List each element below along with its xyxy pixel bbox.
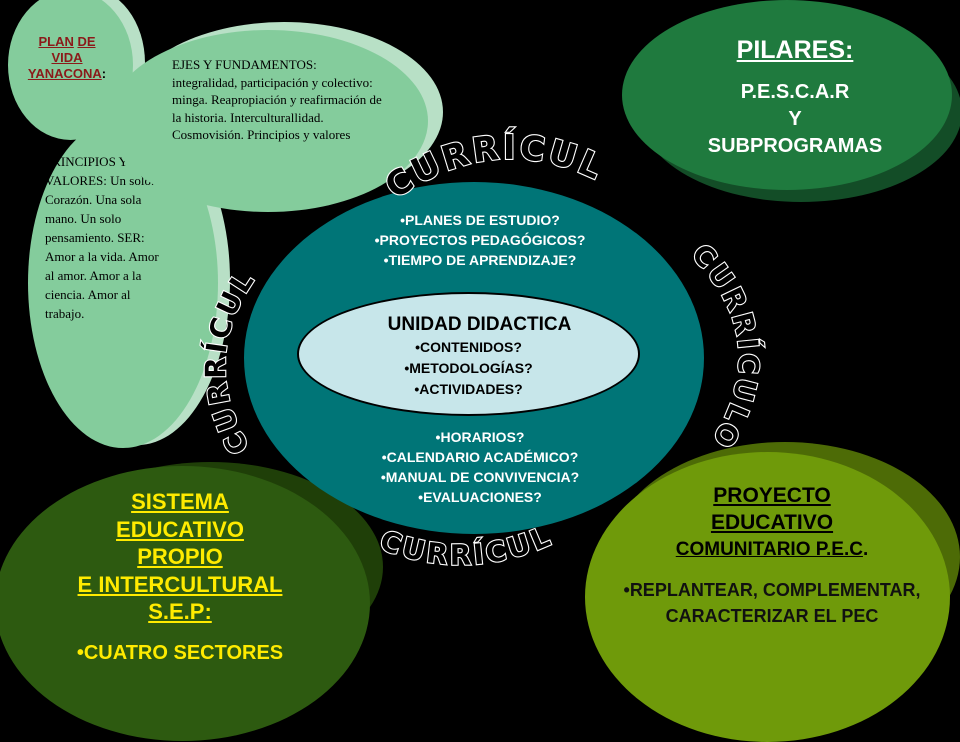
center-top-item: PROYECTOS PEDAGÓGICOS? [310, 230, 650, 250]
curriculo-bottom-label: CURRÍCULO [0, 0, 556, 572]
sistema-bullet: •CUATRO SECTORES [76, 641, 284, 664]
vida-word: VIDA [51, 50, 83, 65]
proyecto-line2: EDUCATIVO [710, 511, 834, 534]
curriculo-arcs: CURRÍCULO CURRÍCULO CURRÍCULO CURRÍCULO [0, 0, 766, 573]
unidad-item-text: ACTIVIDADES? [419, 381, 523, 397]
yanacona-word: YANACONA [27, 66, 102, 81]
center-top-item: PLANES DE ESTUDIO? [310, 210, 650, 230]
pilares-line2: Y [788, 108, 802, 130]
proyecto-dot: . [862, 539, 869, 560]
proyecto-line1: PROYECTO [713, 484, 831, 507]
pilares-line3: SUBPROGRAMAS [707, 135, 883, 157]
center-top-list: PLANES DE ESTUDIO? PROYECTOS PEDAGÓGICOS… [310, 210, 650, 270]
center-top-item: TIEMPO DE APRENDIZAJE? [310, 250, 650, 270]
principios-text: PRINCIPIOS Y VALORES: Un solo. Corazón. … [45, 154, 159, 321]
center-bottom-item-text: MANUAL DE CONVIVENCIA? [385, 469, 580, 485]
curriculo-right-text: CURRÍCULO [684, 236, 764, 457]
de-word: DE [77, 34, 96, 49]
proyecto-line3-text: COMUNITARIO P.E.C [675, 539, 863, 560]
curriculo-left-text: CURRÍCULO [0, 0, 259, 461]
center-top-item-text: PROYECTOS PEDAGÓGICOS? [379, 232, 586, 248]
sistema-line5: S.E.P: [148, 599, 212, 624]
center-top-item-text: PLANES DE ESTUDIO? [405, 212, 560, 228]
unidad-item: ACTIVIDADES? [297, 379, 640, 400]
proyecto-bullet: •REPLANTEAR, COMPLEMENTAR, CARACTERIZAR … [623, 580, 921, 626]
sistema-line3: PROPIO [137, 544, 223, 569]
proyecto-bullet-text: REPLANTEAR, COMPLEMENTAR, CARACTERIZAR E… [629, 580, 921, 626]
pilares-blob [622, 0, 952, 190]
plan-vida-label: PLAN DE VIDA YANACONA: [12, 34, 122, 82]
unidad-title: UNIDAD DIDACTICA [387, 314, 572, 335]
pilares-line1: P.E.S.C.A.R [740, 81, 850, 103]
plan-word: PLAN [38, 34, 74, 49]
ejes-text: EJES Y FUNDAMENTOS: integralidad, partic… [172, 57, 382, 142]
sistema-line2: EDUCATIVO [116, 516, 244, 542]
sistema-blob [0, 466, 370, 741]
proyecto-line3: COMUNITARIO P.E.C. [606, 536, 938, 563]
curriculo-top-label: CURRÍCULO [0, 0, 609, 207]
pilares-title: PILARES: [736, 36, 854, 64]
unidad-item: CONTENIDOS? [297, 337, 640, 358]
curriculo-left-label: CURRÍCULO [0, 0, 261, 460]
center-bottom-item: EVALUACIONES? [310, 487, 650, 507]
center-bottom-item: MANUAL DE CONVIVENCIA? [310, 467, 650, 487]
unidad-didactica-content: UNIDAD DIDACTICA CONTENIDOS? METODOLOGÍA… [297, 313, 640, 400]
center-top-item-text: TIEMPO DE APRENDIZAJE? [388, 252, 577, 268]
unidad-item-text: METODOLOGÍAS? [409, 360, 533, 376]
sistema-line4: E INTERCULTURAL [77, 571, 283, 597]
center-bottom-item: HORARIOS? [310, 427, 650, 447]
sistema-bullet-text: CUATRO SECTORES [83, 641, 284, 664]
center-bottom-list: HORARIOS? CALENDARIO ACADÉMICO? MANUAL D… [310, 427, 650, 507]
proyecto-content: PROYECTO EDUCATIVO COMUNITARIO P.E.C. •R… [606, 482, 938, 629]
ejes-blob [108, 30, 428, 212]
center-bottom-item-text: HORARIOS? [440, 429, 525, 445]
pilares-content: PILARES: P.E.S.C.A.R Y SUBPROGRAMAS [690, 36, 900, 160]
curriculo-top-text: CURRÍCULO [0, 0, 608, 208]
unidad-item: METODOLOGÍAS? [297, 358, 640, 379]
plan-vida-colon: : [101, 66, 107, 81]
unidad-item-text: CONTENIDOS? [420, 339, 522, 355]
sistema-line1: SISTEMA [131, 489, 229, 514]
center-bottom-item-text: CALENDARIO ACADÉMICO? [386, 449, 579, 465]
center-bottom-item: CALENDARIO ACADÉMICO? [310, 447, 650, 467]
curriculo-right-label: CURRÍCULO [685, 237, 766, 455]
curriculo-bottom-text: CURRÍCULO [0, 0, 554, 573]
sistema-content: SISTEMA EDUCATIVO PROPIO E INTERCULTURAL… [30, 488, 330, 667]
center-bottom-item-text: EVALUACIONES? [423, 489, 542, 505]
